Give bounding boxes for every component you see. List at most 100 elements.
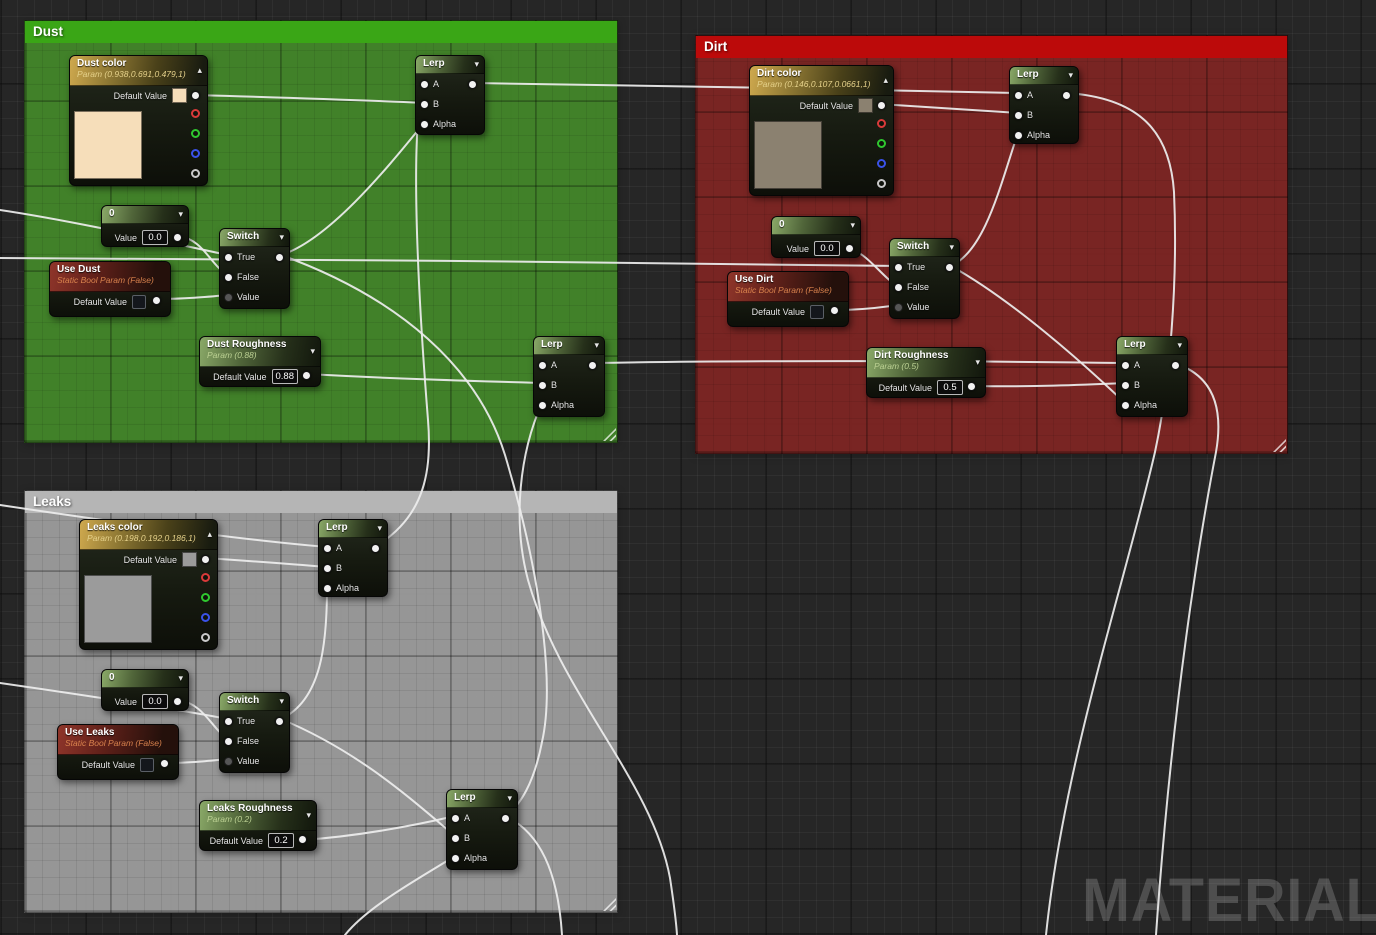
dirt-color-pin-rgb-out[interactable] xyxy=(877,101,886,110)
collapse-chevron-icon[interactable]: ▾ xyxy=(850,220,855,230)
dirt-color-pin-green-out[interactable] xyxy=(877,139,886,148)
use-leaks-pin-out[interactable] xyxy=(160,759,169,768)
dust-switch-pin-out[interactable] xyxy=(275,252,284,262)
use-dust-pin-out[interactable] xyxy=(152,296,161,305)
comment-dirt-title-bar[interactable]: Dirt xyxy=(696,36,1287,58)
leaks-lerp-a-pin-out[interactable] xyxy=(371,543,380,553)
wire-dirt-roughness.out-to-dirt-lerp-b.B[interactable] xyxy=(974,382,1126,388)
dirt-lerp-b-pin-alpha-in[interactable] xyxy=(1121,400,1130,410)
comment-dust-resize-handle[interactable] xyxy=(603,428,616,441)
dust-color-pin-red-out[interactable] xyxy=(191,109,200,118)
dirt-roughness-value-input[interactable]: 0.5 xyxy=(937,380,963,395)
leaks-color-mini-color-swatch[interactable] xyxy=(182,552,197,567)
wire-dust-color.rgb-to-dust-lerp-a.B[interactable] xyxy=(195,94,425,104)
dirt-switch-pin-out[interactable] xyxy=(945,262,954,272)
leaks-roughness-value-input[interactable]: 0.2 xyxy=(268,833,294,848)
dirt-const-0-value-input[interactable]: 0.0 xyxy=(814,241,840,256)
leaks-lerp-a-pin-alpha-in[interactable] xyxy=(323,583,332,593)
collapse-chevron-icon[interactable]: ▾ xyxy=(377,523,382,533)
collapse-chevron-icon[interactable]: ▾ xyxy=(949,242,954,252)
leaks-color-pin-blue-out[interactable] xyxy=(201,613,210,622)
dust-lerp-a-pin-alpha-in[interactable] xyxy=(420,119,429,129)
collapse-chevron-icon[interactable]: ▴ xyxy=(207,529,212,539)
dust-switch-pin-true-in[interactable] xyxy=(224,252,233,262)
dirt-switch-pin-false-in[interactable] xyxy=(894,282,903,292)
dirt-color-pin-blue-out[interactable] xyxy=(877,159,886,168)
dirt-lerp-a-pin-a-in[interactable] xyxy=(1014,90,1023,100)
leaks-color-pin-alpha-out[interactable] xyxy=(201,633,210,642)
leaks-switch-pin-true-in[interactable] xyxy=(224,716,233,726)
dust-color-mini-color-swatch[interactable] xyxy=(172,88,187,103)
collapse-chevron-icon[interactable]: ▾ xyxy=(306,810,311,820)
dust-color-pin-rgb-out[interactable] xyxy=(191,91,200,100)
dirt-lerp-b-pin-b-in[interactable] xyxy=(1121,380,1130,390)
leaks-color-pin-red-out[interactable] xyxy=(201,573,210,582)
wire-dust-switch.out-to-leaks-lerp-b.out[interactable] xyxy=(280,254,548,816)
dust-roughness-pin-out[interactable] xyxy=(302,371,311,380)
dust-lerp-b-pin-b-in[interactable] xyxy=(538,380,547,390)
dirt-lerp-a-pin-out[interactable] xyxy=(1062,90,1071,100)
collapse-chevron-icon[interactable]: ▾ xyxy=(279,232,284,242)
wire-dirt-color.rgb-to-dirt-lerp-a.B[interactable] xyxy=(879,103,1019,114)
leaks-const-0-pin-out[interactable] xyxy=(173,697,182,706)
dirt-lerp-b-pin-out[interactable] xyxy=(1171,360,1180,370)
dirt-switch-pin-value-in[interactable] xyxy=(894,302,903,312)
collapse-chevron-icon[interactable]: ▾ xyxy=(507,793,512,803)
dirt-color-pin-alpha-out[interactable] xyxy=(877,179,886,188)
wire-leaks-switch.out-to-leaks-lerp-a.Alpha[interactable] xyxy=(280,586,328,720)
dust-color-pin-alpha-out[interactable] xyxy=(191,169,200,178)
dirt-lerp-b-pin-a-in[interactable] xyxy=(1121,360,1130,370)
leaks-roughness-pin-out[interactable] xyxy=(298,835,307,844)
wire-dust-lerp-b.Alpha-to-canvas-bottom[interactable] xyxy=(518,402,678,935)
dust-lerp-a-pin-out[interactable] xyxy=(468,79,477,89)
leaks-switch-pin-out[interactable] xyxy=(275,716,284,726)
dirt-switch-pin-true-in[interactable] xyxy=(894,262,903,272)
dirt-color-mini-color-swatch[interactable] xyxy=(858,98,873,113)
wire-canvas-bottom-to-leaks-lerp-b.Alpha[interactable] xyxy=(344,855,456,935)
leaks-lerp-b-pin-alpha-in[interactable] xyxy=(451,853,460,863)
leaks-lerp-a-pin-a-in[interactable] xyxy=(323,543,332,553)
dust-switch-pin-false-in[interactable] xyxy=(224,272,233,282)
wire-leaks-switch.out-to-leaks-lerp-b.B[interactable] xyxy=(280,718,456,837)
wire-leaks-color.rgb-to-leaks-lerp-a.B[interactable] xyxy=(204,557,328,568)
collapse-chevron-icon[interactable]: ▾ xyxy=(178,209,183,219)
wire-dust-roughness.out-to-dust-lerp-b.B[interactable] xyxy=(306,373,543,384)
dust-const-0-value-input[interactable]: 0.0 xyxy=(142,230,168,245)
comment-dust-title-bar[interactable]: Dust xyxy=(25,21,617,43)
dust-color-color-swatch[interactable] xyxy=(74,111,142,179)
use-leaks-checkbox[interactable] xyxy=(140,757,154,772)
wire-leaks-roughness.out-to-leaks-lerp-b.A[interactable] xyxy=(302,815,456,841)
dust-lerp-a-pin-a-in[interactable] xyxy=(420,79,429,89)
wire-dirt-lerp-b.out-to-canvas-bottom[interactable] xyxy=(1155,362,1220,935)
leaks-color-pin-green-out[interactable] xyxy=(201,593,210,602)
comment-leaks-title-bar[interactable]: Leaks xyxy=(25,491,617,513)
comment-leaks-resize-handle[interactable] xyxy=(603,898,616,911)
leaks-lerp-b-pin-a-in[interactable] xyxy=(451,813,460,823)
leaks-lerp-b-pin-out[interactable] xyxy=(501,813,510,823)
collapse-chevron-icon[interactable]: ▾ xyxy=(474,59,479,69)
dust-const-0-pin-out[interactable] xyxy=(173,233,182,242)
collapse-chevron-icon[interactable]: ▾ xyxy=(1068,70,1073,80)
wire-canvas-left-to-dirt-switch.True[interactable] xyxy=(0,257,899,267)
leaks-lerp-a-pin-b-in[interactable] xyxy=(323,563,332,573)
wire-dirt-switch.out-to-dirt-lerp-b.Alpha[interactable] xyxy=(950,265,1126,404)
dust-lerp-a-pin-b-in[interactable] xyxy=(420,99,429,109)
